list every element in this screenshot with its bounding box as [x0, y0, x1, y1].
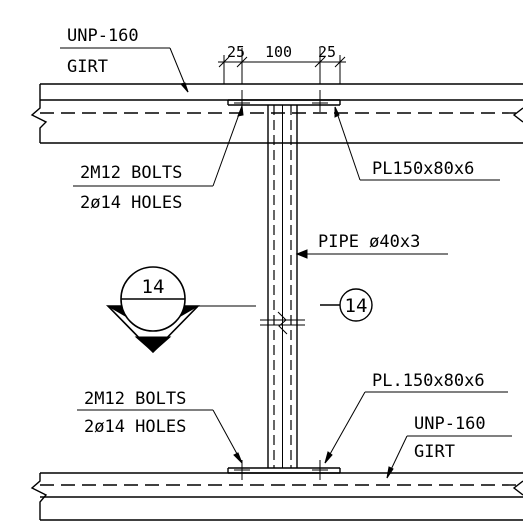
pipe-label: PIPE ø40x3 — [318, 232, 420, 252]
bottom-bolts-label: 2M12 BOLTS — [84, 389, 186, 409]
section-marker: 14 — [106, 266, 256, 354]
bottom-plate — [227, 467, 341, 474]
pipe — [267, 105, 298, 468]
break-mark-top-right — [512, 107, 523, 123]
dim-mid: 100 — [265, 43, 292, 61]
top-bolts-label: 2M12 BOLTS — [80, 163, 182, 183]
bottom-girt — [30, 472, 523, 521]
top-girt — [30, 83, 523, 144]
top-holes-label: 2ø14 HOLES — [80, 193, 182, 213]
dimensions: 25 100 25 — [218, 43, 346, 84]
bolts — [234, 90, 328, 480]
section-reference-number: 14 — [345, 295, 368, 317]
top-bolts-callout: 2M12 BOLTS 2ø14 HOLES — [73, 105, 244, 213]
pipe-section-cut — [260, 311, 305, 335]
bottom-plate-callout: PL.150x80x6 — [324, 371, 508, 464]
bottom-plate-label: PL.150x80x6 — [372, 371, 485, 391]
bottom-bolts-callout: 2M12 BOLTS 2ø14 HOLES — [77, 389, 243, 464]
bottom-girt-label: UNP-160 — [414, 414, 486, 434]
bottom-holes-label: 2ø14 HOLES — [84, 417, 186, 437]
section-reference: 14 — [320, 288, 373, 322]
top-girt-label: UNP-160 — [67, 26, 139, 46]
bottom-girt-label-2: GIRT — [414, 442, 455, 462]
dim-left: 25 — [227, 43, 245, 61]
break-mark-bottom-left — [30, 473, 48, 520]
section-marker-number: 14 — [142, 276, 165, 298]
pipe-callout: PIPE ø40x3 — [295, 232, 448, 259]
top-plate-callout: PL150x80x6 — [334, 106, 500, 181]
break-mark-bottom-right — [512, 480, 523, 496]
top-plate-label: PL150x80x6 — [372, 159, 474, 179]
top-girt-label-2: GIRT — [67, 57, 108, 77]
break-mark-top-left — [30, 84, 48, 143]
dim-right: 25 — [318, 43, 336, 61]
top-girt-callout: UNP-160 GIRT — [60, 26, 189, 93]
top-plate — [227, 99, 341, 106]
bottom-girt-callout: UNP-160 GIRT — [386, 414, 512, 479]
